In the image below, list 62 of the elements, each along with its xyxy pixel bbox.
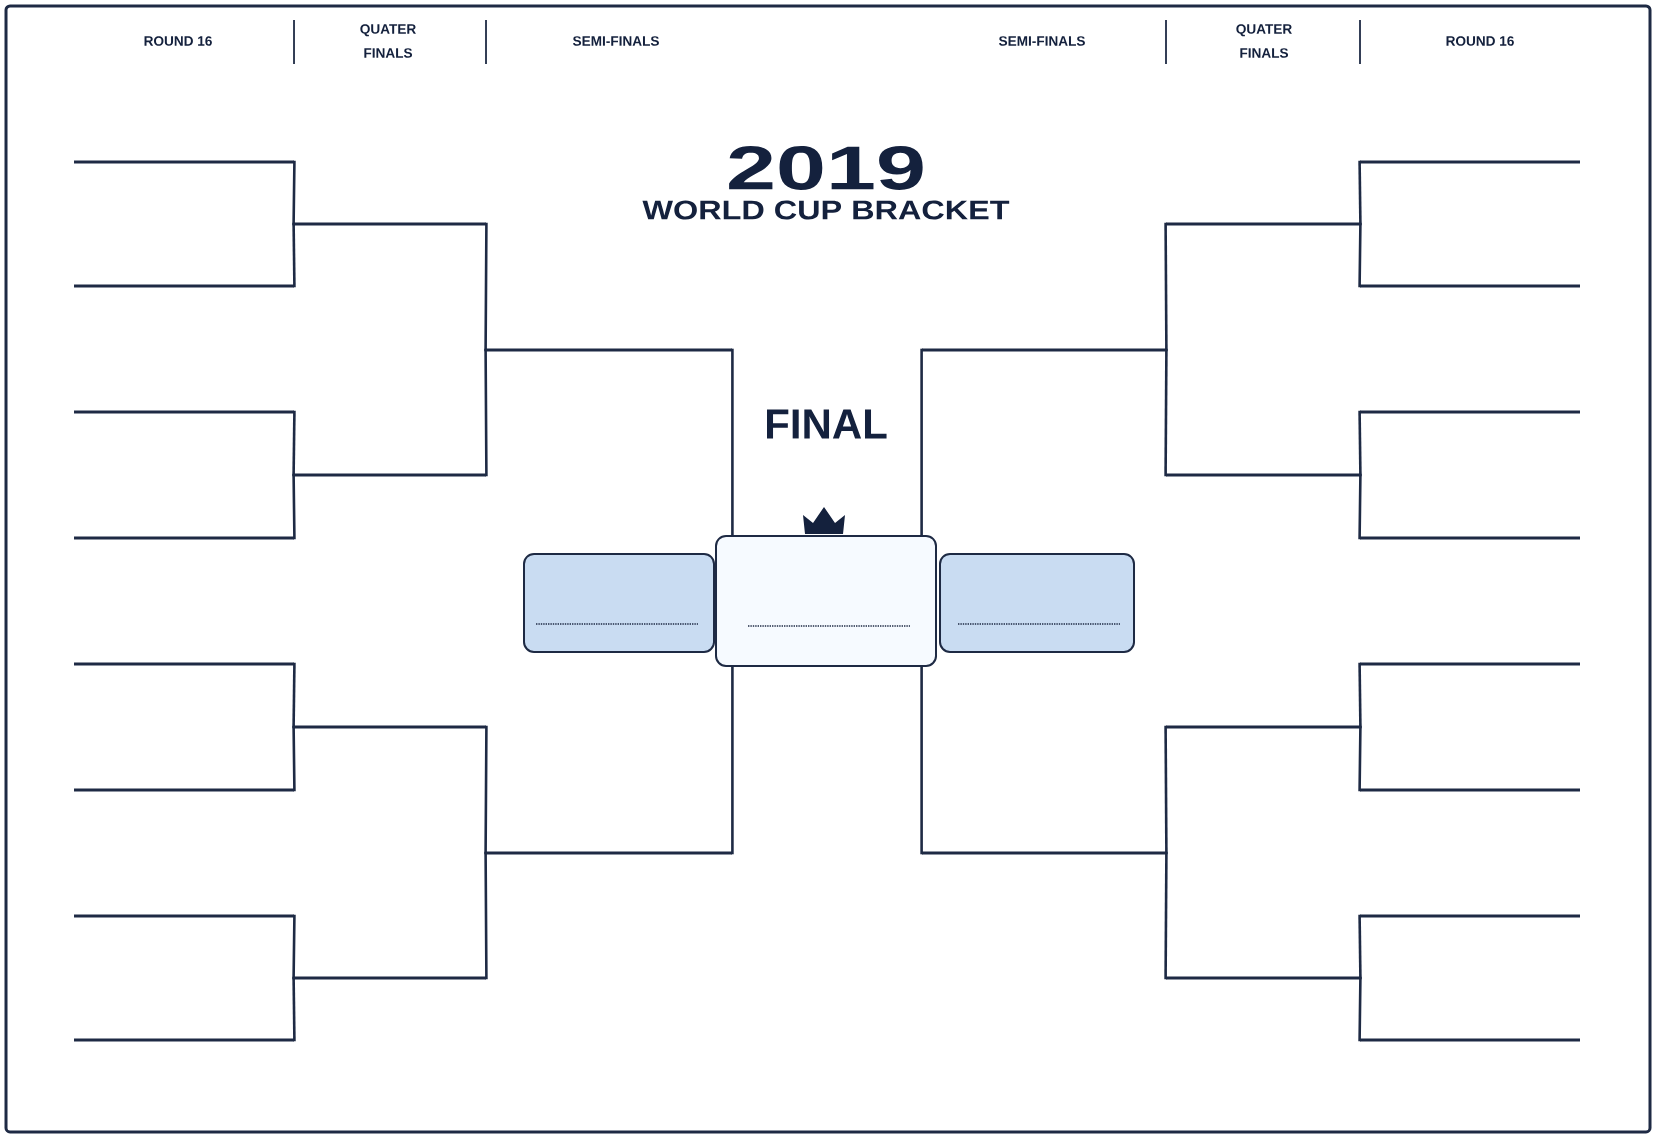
bracket-connector [484,348,488,477]
fill-in-line [1360,788,1580,792]
bracket-connector [1358,222,1362,288]
bracket-connector [920,665,923,855]
fill-in-line [1166,222,1360,226]
bracket-connector [1358,410,1362,477]
bracket-connector [1358,914,1362,980]
bracket-connector [731,665,734,855]
fill-in-line [74,1038,294,1042]
bracket-connector [292,725,296,792]
bracket-connector [731,348,734,537]
subtitle: WORLD CUP BRACKET [642,200,1010,220]
fill-in-line [294,473,486,477]
fill-in-line [294,222,486,226]
bracket-connector [292,222,296,288]
fill-in-line [1166,473,1360,477]
bracket-connector [292,914,296,980]
fill-in-line [74,536,294,540]
fill-in-line [1166,725,1360,729]
bracket-connector [484,222,488,352]
fill-in-line [1166,976,1360,980]
fill-in-line [74,410,294,414]
fill-in-line [486,851,732,855]
title: 2019 [729,146,923,190]
bracket-connector [484,725,488,855]
fill-in-line [1360,1038,1580,1042]
fill-in-line [922,851,1166,855]
bracket-connector [292,976,296,1042]
bracket-connector [1358,473,1362,540]
bracket-connector [292,160,296,226]
fill-in-line [74,284,294,288]
fill-in-line [74,160,294,164]
bracket-connector [1358,725,1362,792]
bracket-connector [920,348,923,537]
bracket-connector [1164,851,1168,980]
bracket-connector [292,662,296,729]
fill-in-line [922,348,1166,352]
slot-box [715,535,937,667]
heading: FINAL [767,409,887,439]
fill-in-line [1360,662,1580,666]
fill-in-line [294,976,486,980]
bracket-connector [292,410,296,477]
fill-in-line [74,788,294,792]
bracket-connector [1358,160,1362,226]
fill-in-line [1360,160,1580,164]
bracket-connector [1164,725,1168,855]
fill-in-line [486,348,732,352]
fill-in-line [1360,410,1580,414]
fill-in-line [1360,536,1580,540]
bracket-connector [1358,976,1362,1042]
bracket-connector [292,473,296,540]
fill-in-line [294,725,486,729]
slot-box [939,553,1135,653]
slot-box [523,553,715,653]
bracket-connector [1164,348,1168,477]
fill-in-line [74,914,294,918]
bracket-connector [1358,662,1362,729]
fill-in-line [1360,284,1580,288]
bracket-connector [484,851,488,980]
fill-in-line [74,662,294,666]
fill-in-line [1360,914,1580,918]
bracket-connector [1164,222,1168,352]
